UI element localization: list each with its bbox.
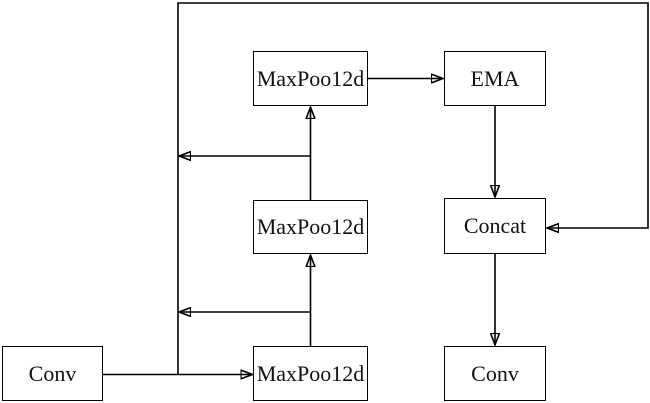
conv-input-box: Conv xyxy=(2,346,103,401)
collector-loop-to-concat xyxy=(177,2,649,375)
maxpool-box-3: MaxPoo12d xyxy=(253,51,368,106)
conv-output-box: Conv xyxy=(444,346,546,401)
ema-box: EMA xyxy=(444,51,546,106)
concat-box: Concat xyxy=(444,198,546,254)
maxpool-box-2: MaxPoo12d xyxy=(253,200,368,254)
maxpool-box-1: MaxPoo12d xyxy=(253,346,368,401)
